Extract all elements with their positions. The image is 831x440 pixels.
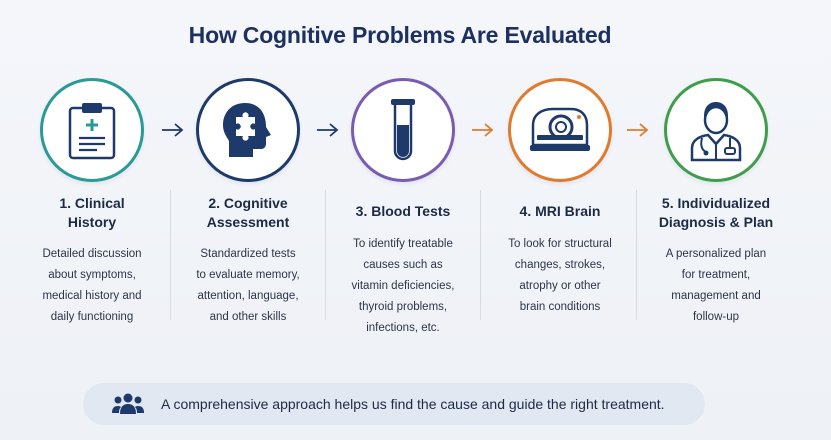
column-divider bbox=[480, 190, 481, 320]
arrow-right-icon bbox=[162, 123, 184, 137]
step-mri-brain: 4. MRI Brain To look for structural chan… bbox=[490, 78, 630, 318]
test-tube-icon bbox=[391, 99, 415, 161]
step-2-circle bbox=[196, 78, 300, 182]
step-1-circle bbox=[40, 78, 144, 182]
mri-scanner-icon bbox=[530, 107, 590, 151]
step-2-description: Standardized tests to evaluate memory, a… bbox=[196, 248, 300, 323]
step-blood-tests: 3. Blood Tests To identify treatable cau… bbox=[333, 78, 473, 339]
step-3-circle bbox=[351, 78, 455, 182]
people-group-icon bbox=[112, 393, 144, 414]
step-5-title: 5. Individualized Diagnosis & Plan bbox=[658, 195, 774, 230]
head-puzzle-icon bbox=[223, 103, 271, 157]
step-clinical-history: 1. Clinical History Detailed discussion … bbox=[22, 78, 162, 328]
step-1-description: Detailed discussion about symptoms, medi… bbox=[42, 248, 142, 323]
step-4-title: 4. MRI Brain bbox=[519, 203, 601, 219]
step-1-title: 1. Clinical History bbox=[59, 195, 125, 230]
step-4-description: To look for structural changes, strokes,… bbox=[508, 238, 612, 313]
step-3-description: To identify treatable causes such as vit… bbox=[351, 238, 455, 334]
step-5-circle bbox=[664, 78, 768, 182]
step-cognitive-assessment: 2. Cognitive Assessment Standardized tes… bbox=[178, 78, 318, 328]
step-diagnosis-plan: 5. Individualized Diagnosis & Plan A per… bbox=[646, 78, 786, 328]
step-4-circle bbox=[508, 78, 612, 182]
page-title: How Cognitive Problems Are Evaluated bbox=[188, 22, 612, 48]
arrow-right-icon bbox=[472, 123, 494, 137]
column-divider bbox=[170, 190, 171, 320]
arrow-right-icon bbox=[317, 123, 339, 137]
column-divider bbox=[636, 190, 637, 320]
step-5-description: A personalized plan for treatment, manag… bbox=[665, 248, 767, 323]
clipboard-icon bbox=[68, 103, 116, 160]
doctor-icon bbox=[690, 102, 742, 162]
summary-banner: A comprehensive approach helps us find t… bbox=[83, 383, 705, 425]
arrow-right-icon bbox=[627, 123, 649, 137]
step-2-title: 2. Cognitive Assessment bbox=[206, 195, 290, 230]
step-3-title: 3. Blood Tests bbox=[355, 203, 451, 219]
banner-text: A comprehensive approach helps us find t… bbox=[161, 396, 665, 412]
column-divider bbox=[325, 190, 326, 320]
